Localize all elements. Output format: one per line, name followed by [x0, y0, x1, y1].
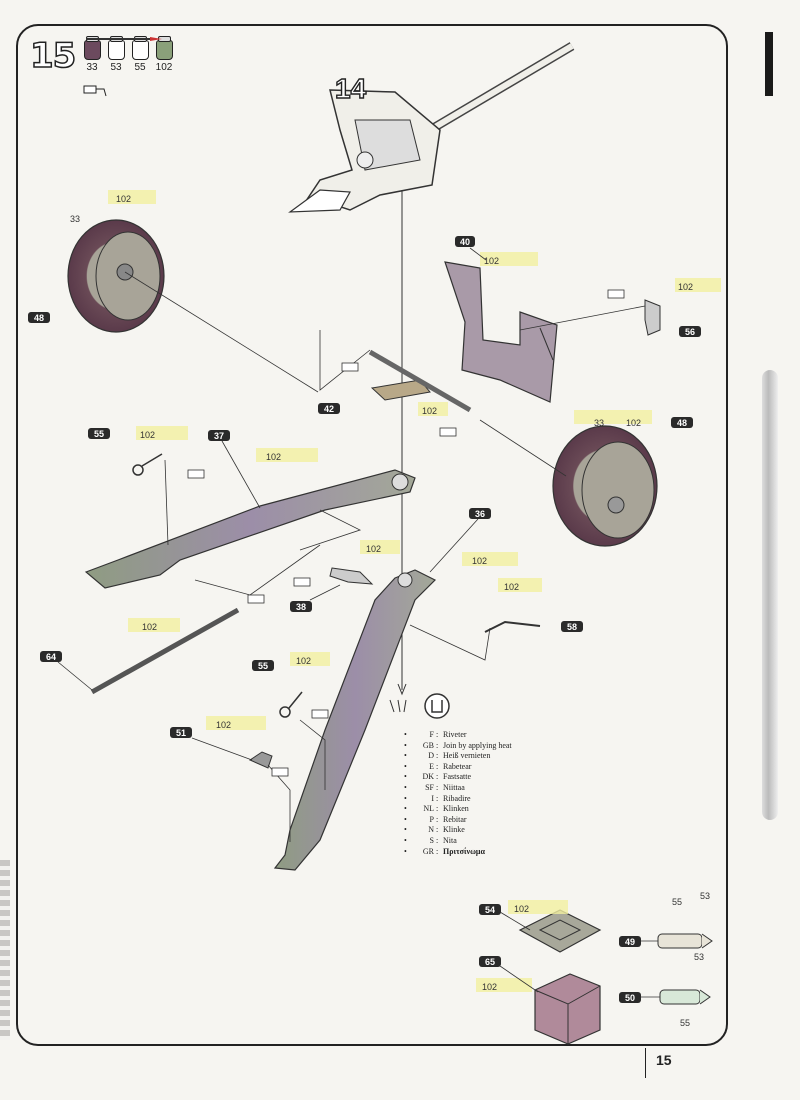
part-paint: 102 [678, 282, 693, 292]
part-55-bottom: 55 102 [252, 652, 330, 790]
part-label: 64 [46, 652, 56, 662]
part-label: 36 [475, 509, 485, 519]
part-paint: 102 [266, 452, 281, 462]
part-48-left: 48 102 33 [28, 190, 319, 393]
part-56: 56 102 [519, 278, 721, 337]
part-label: 48 [677, 418, 687, 428]
brush-icon [86, 37, 162, 41]
part-paint: 102 [482, 982, 497, 992]
paint-code: 102 [155, 62, 173, 73]
part-paint: 55 [680, 1018, 690, 1028]
subassembly-ref: 14 [335, 73, 367, 104]
legend-row: •I:Ribadire [404, 793, 471, 803]
part-49: 49 55 53 [619, 891, 713, 949]
part-37: 37 102 [84, 430, 416, 589]
paint-code: 33 [86, 62, 98, 73]
legend-row: •GR:Πριτσίνωμα [404, 846, 485, 856]
glue-icon [83, 85, 107, 97]
part-label: 54 [485, 905, 495, 915]
part-40: 40 102 [444, 236, 558, 403]
part-label: 65 [485, 957, 495, 967]
legend-row: •F:Riveter [404, 730, 467, 739]
page-number-rule [645, 1048, 646, 1078]
page-edge-strip [762, 370, 778, 820]
part-48-right: 48 33 102 [479, 410, 693, 547]
paint-list: 33 53 55 102 [82, 36, 174, 74]
part-55-top: 55 102 [88, 426, 205, 546]
part-label: 58 [567, 622, 577, 632]
part-50: 50 53 55 [619, 952, 711, 1028]
heat-rivet-symbol [389, 693, 450, 719]
part-label: 48 [34, 313, 44, 323]
legend-row: •DK:Fastsatte [404, 772, 471, 782]
gun-subassembly: 14 [288, 42, 575, 213]
part-label: 37 [214, 431, 224, 441]
part-paint: 102 [216, 720, 231, 730]
part-paint: 53 [700, 891, 710, 901]
legend-row: •P:Rebitar [404, 814, 467, 824]
part-label: 55 [258, 661, 268, 671]
part-paint: 102 [366, 544, 381, 554]
part-paint: 102 [116, 194, 131, 204]
part-58: 58 102 [409, 578, 583, 661]
legend-row: •GB:Join by applying heat [404, 740, 512, 750]
part-paint: 102 [484, 256, 499, 266]
part-paint: 102 [422, 406, 437, 416]
legend-row: •SF:Niittaa [404, 782, 465, 792]
page-binding-strip [0, 860, 10, 1040]
part-paint: 102 [514, 904, 529, 914]
part-label: 40 [460, 237, 470, 247]
part-65: 65 102 [476, 956, 601, 1045]
part-paint: 102 [140, 430, 155, 440]
part-54: 54 102 [479, 900, 602, 953]
legend-row: •D:Heiß vernieten [404, 751, 491, 761]
part-label: 56 [685, 327, 695, 337]
paint-code: 53 [110, 62, 122, 73]
part-label: 38 [296, 602, 306, 612]
legend-row: •N:Klinke [404, 825, 465, 835]
part-38: 38 102 [290, 509, 400, 612]
legend-row: •NL:Klinken [404, 804, 469, 814]
rivet-legend: •F:Riveter •GB:Join by applying heat •D:… [404, 730, 512, 857]
part-paint: 55 [672, 897, 682, 907]
part-paint: 102 [626, 418, 641, 428]
part-label: 42 [324, 404, 334, 414]
part-label: 51 [176, 728, 186, 738]
part-paint: 102 [504, 582, 519, 592]
part-label: 55 [94, 429, 104, 439]
part-paint: 102 [472, 556, 487, 566]
part-paint: 33 [70, 214, 80, 224]
part-label: 49 [625, 937, 635, 947]
part-paint: 33 [594, 418, 604, 428]
step-frame [16, 24, 728, 1046]
legend-row: •E:Rabetear [404, 761, 472, 771]
part-42: 42 102 [318, 330, 472, 437]
part-paint: 102 [142, 622, 157, 632]
paint-code: 55 [134, 62, 146, 73]
part-51: 51 102 [170, 716, 291, 842]
part-paint: 53 [694, 952, 704, 962]
part-label: 50 [625, 993, 635, 1003]
page-edge-tab [765, 32, 773, 96]
step-number: 15 [29, 36, 77, 76]
legend-row: •S:Nita [404, 835, 457, 845]
part-paint: 102 [296, 656, 311, 666]
part-36: 36 102 [273, 508, 518, 871]
page-number: 15 [656, 1052, 672, 1068]
part-64: 64 102 [40, 544, 321, 695]
